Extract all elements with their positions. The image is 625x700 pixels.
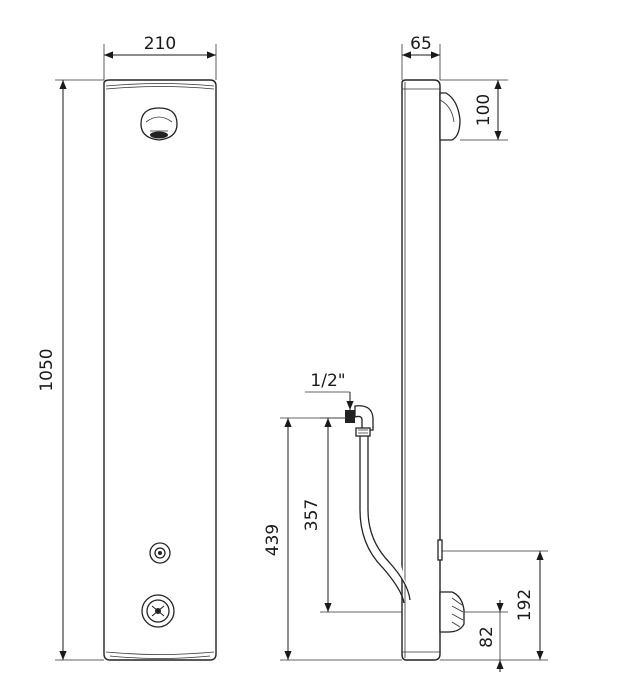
dim-label-192: 192	[515, 589, 535, 621]
dim-front-height: 1050	[37, 79, 104, 661]
shower-head-side	[439, 92, 461, 141]
dim-label-half-inch: 1/2"	[310, 371, 345, 391]
bottom-valve-side	[437, 539, 465, 633]
dim-label-82: 82	[477, 626, 497, 648]
side-panel	[401, 79, 441, 661]
push-button-icon	[149, 542, 171, 564]
dim-pipe-length: 357	[302, 417, 402, 613]
dim-inlet-thread: 1/2"	[305, 371, 354, 410]
dim-outlet-height: 192	[440, 550, 548, 661]
dim-label-100: 100	[474, 94, 494, 126]
dim-bottom-offset: 82	[464, 600, 508, 672]
dim-inlet-height: 439	[263, 417, 402, 661]
front-bottom-cap	[105, 651, 215, 655]
front-panel	[103, 79, 217, 661]
front-top-cap-edge	[105, 83, 215, 87]
dim-label-210: 210	[144, 34, 176, 54]
dim-side-depth: 65	[401, 34, 441, 80]
shower-head-front	[140, 107, 178, 141]
shower-head-side-detail	[439, 99, 455, 123]
front-top-cap	[105, 86, 215, 90]
dim-label-65: 65	[410, 34, 432, 54]
dim-label-357: 357	[302, 499, 322, 531]
dim-head-height: 100	[440, 79, 508, 141]
front-bottom-cap-edge	[109, 655, 211, 659]
mixing-valve-icon	[141, 594, 175, 628]
dim-front-width: 210	[103, 34, 217, 80]
dim-label-439: 439	[263, 524, 283, 556]
inlet-elbow-icon	[345, 405, 374, 437]
front-view: 210 1050	[37, 34, 217, 661]
side-view: 65 100 1/2" 439 357	[263, 34, 548, 672]
dim-label-1050: 1050	[37, 348, 57, 391]
